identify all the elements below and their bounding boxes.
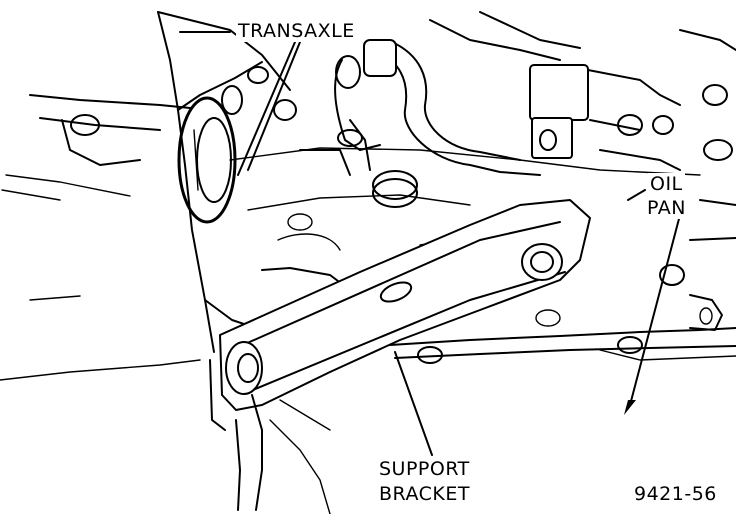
casting-bosses	[273, 99, 643, 364]
engine-block-detail	[529, 29, 736, 331]
subframe-plate	[0, 94, 201, 381]
support-bracket	[209, 199, 591, 514]
label-support-line2: BRACKET	[377, 483, 472, 505]
label-oil-pan-line2: PAN	[645, 197, 688, 219]
mount-bushing	[177, 66, 269, 224]
cooler-line-fittings	[333, 11, 581, 176]
label-support-line1: SUPPORT	[377, 458, 472, 480]
label-transaxle: TRANSAXLE	[236, 20, 357, 42]
callout-leaders	[179, 31, 681, 456]
label-oil-pan-line1: OIL	[648, 173, 685, 195]
figure-number: 9421-56	[632, 483, 719, 505]
oil-pan-edge	[389, 327, 736, 361]
